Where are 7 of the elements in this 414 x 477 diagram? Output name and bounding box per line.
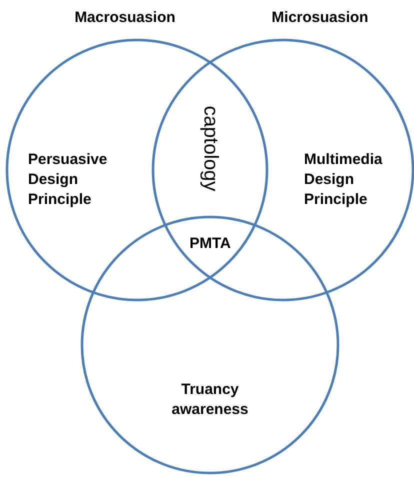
set-label: Multimedia Design Principle: [304, 150, 384, 210]
set-heading: Microsuasion: [270, 8, 370, 28]
set-label: Persuasive Design Principle: [28, 150, 108, 210]
set-heading: Macrosuasion: [74, 8, 176, 28]
overlap-label: PMTA: [190, 234, 231, 252]
overlap-label: captology: [198, 105, 222, 191]
set-label: Truancy awareness: [170, 380, 250, 420]
